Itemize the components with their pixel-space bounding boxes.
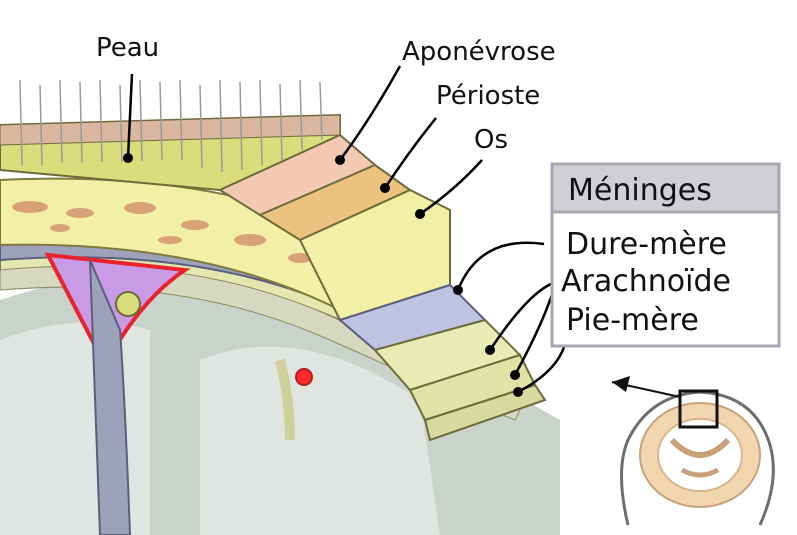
label-aponevrose: Aponévrose [402, 37, 556, 67]
falx-cerebri [89, 259, 132, 535]
callout-lines [126, 65, 568, 394]
sagittal-sinus [44, 252, 191, 370]
inset-arrow-icon [612, 376, 630, 392]
label-arachnoide: Arachnoïde [561, 264, 731, 299]
meninges-header [550, 162, 781, 214]
vessel-dot [295, 368, 313, 386]
head-section-icon [611, 376, 775, 526]
label-pie-mere: Pie-mère [566, 303, 699, 338]
hair [19, 79, 323, 173]
label-perioste: Périoste [436, 81, 540, 111]
label-os: Os [474, 125, 508, 155]
meninges-legend: Méninges [550, 162, 781, 348]
arachnoid-granulation [115, 291, 141, 317]
inset-zoom-box [678, 389, 719, 429]
callout-dots [123, 153, 523, 397]
scalp-layer [0, 113, 341, 192]
sulcus [275, 358, 313, 441]
meninges-title: Méninges [568, 173, 712, 208]
label-peau: Peau [96, 33, 159, 63]
label-dure-mere: Dure-mère [566, 227, 727, 262]
layer-steps [217, 133, 547, 442]
